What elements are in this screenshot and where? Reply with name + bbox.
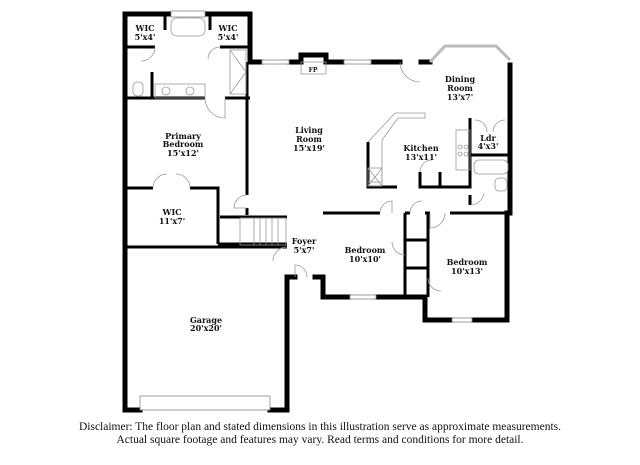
room-name: Room: [296, 134, 322, 144]
bathtub: [473, 159, 509, 175]
room-dims: 13'x11': [405, 152, 437, 162]
disclaimer-line-2: Actual square footage and features may v…: [116, 434, 524, 446]
room-dims: 10'x13': [451, 266, 483, 276]
room-name: Kitchen: [403, 143, 438, 153]
room-name: WIC: [134, 23, 154, 33]
room-name: Bedroom: [447, 257, 488, 267]
room-name: WIC: [161, 207, 181, 217]
exterior-walls: [122, 11, 513, 413]
toilet: [132, 81, 144, 97]
room-name: Ldr: [480, 133, 496, 143]
room-dims: 5'x4': [135, 32, 156, 42]
fireplace: [300, 61, 327, 75]
room-name: Garage: [190, 315, 222, 325]
room-dims: 10'x10': [349, 254, 381, 264]
room-dims: 4'x3': [478, 141, 499, 151]
room-name: Living: [295, 125, 323, 135]
room-labels: WIC 5'x4' WIC 5'x4' Dining Room 13'x7' P…: [134, 23, 498, 333]
doors[interactable]: [140, 46, 506, 292]
fireplace-label: FP: [309, 67, 318, 74]
room-name: Bedroom: [345, 245, 386, 255]
toilet: [494, 177, 508, 192]
windows: [139, 10, 512, 411]
fixtures: [132, 17, 509, 246]
room-name: Dining: [445, 74, 476, 84]
vanity: [154, 83, 206, 99]
room-dims: 15'x12': [167, 148, 199, 158]
room-name: Bedroom: [163, 139, 204, 149]
room-name: WIC: [217, 23, 237, 33]
room-dims: 13'x7': [447, 92, 473, 102]
room-name: Foyer: [292, 236, 317, 246]
room-dims: 5'x4': [218, 32, 239, 42]
room-name: Room: [447, 83, 473, 93]
room-name: Primary: [165, 131, 201, 141]
room-dims: 11'x7': [159, 216, 185, 226]
interior-walls: [125, 14, 510, 297]
room-dims: 15'x19': [293, 143, 325, 153]
shower: [229, 49, 247, 95]
disclaimer-line-1: Disclaimer: The floor plan and stated di…: [78, 421, 562, 433]
stairs: [239, 217, 287, 246]
bathtub: [170, 17, 206, 37]
room-dims: 5'x7': [294, 245, 315, 255]
room-dims: 20'x20': [190, 323, 222, 333]
